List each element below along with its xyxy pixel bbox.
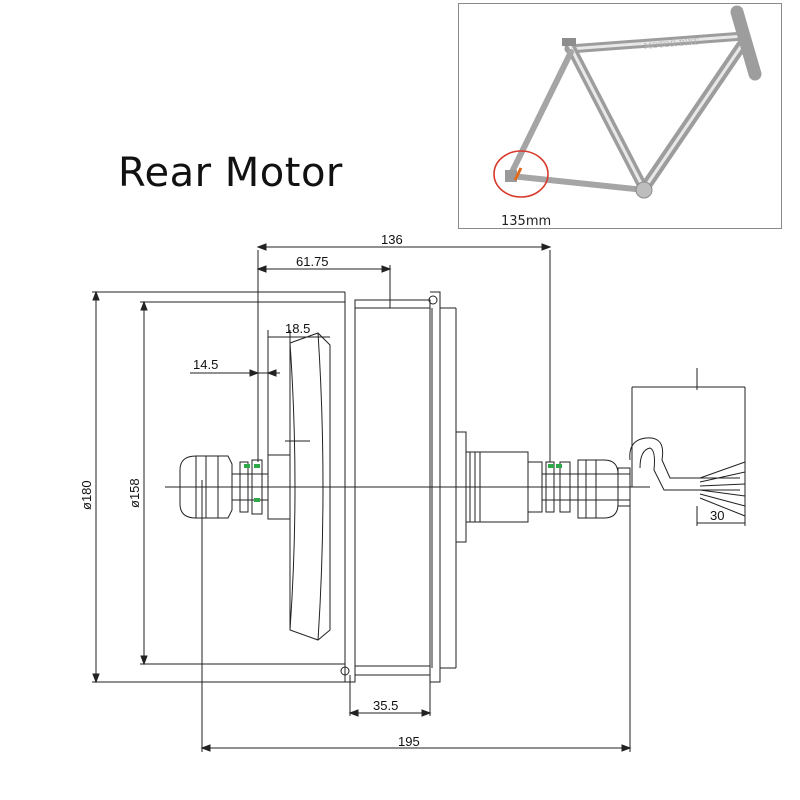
head-tube (730, 5, 762, 81)
left-bearing-boss (267, 454, 291, 520)
motor-cable (629, 437, 740, 479)
seat-collar (562, 38, 576, 46)
spoke-hole-top (428, 295, 438, 305)
axle-end-right (617, 467, 631, 507)
left-axle-nut (179, 455, 233, 519)
dim-label-left-spacer: 14.5 (193, 357, 218, 372)
dim-label-cable-exit: 30 (710, 508, 724, 523)
seat-stay (508, 49, 574, 177)
dim-label-axle-length: 195 (398, 734, 420, 749)
dim-label-flange-offset: 61.75 (296, 254, 329, 269)
bike-frame-illustration: MOTOR BIKE (493, 5, 762, 199)
green-washer-markers (244, 464, 562, 502)
dropout-marker (513, 167, 523, 181)
dim-label-overall-width: 136 (381, 232, 403, 247)
dim-label-rim-width: 35.5 (373, 698, 398, 713)
page-title: Rear Motor (118, 150, 343, 196)
right-axle-nut (577, 459, 619, 519)
bike-frame-inset: MOTOR BIKE 135mm (458, 3, 782, 229)
hub-rim (354, 307, 431, 667)
chain-stay (508, 173, 647, 193)
bottom-bracket (635, 181, 653, 199)
dropout-width-label: 135mm (501, 214, 552, 229)
dropout-highlight-circle (493, 150, 549, 198)
dim-label-left-step: 18.5 (285, 321, 310, 336)
dim-label-outer-diameter: ø180 (79, 480, 94, 510)
dim-label-rim-diameter: ø158 (127, 478, 142, 508)
spoke-hole-bottom (340, 666, 350, 676)
rim-right-edge (430, 291, 441, 683)
left-washer (239, 461, 249, 513)
